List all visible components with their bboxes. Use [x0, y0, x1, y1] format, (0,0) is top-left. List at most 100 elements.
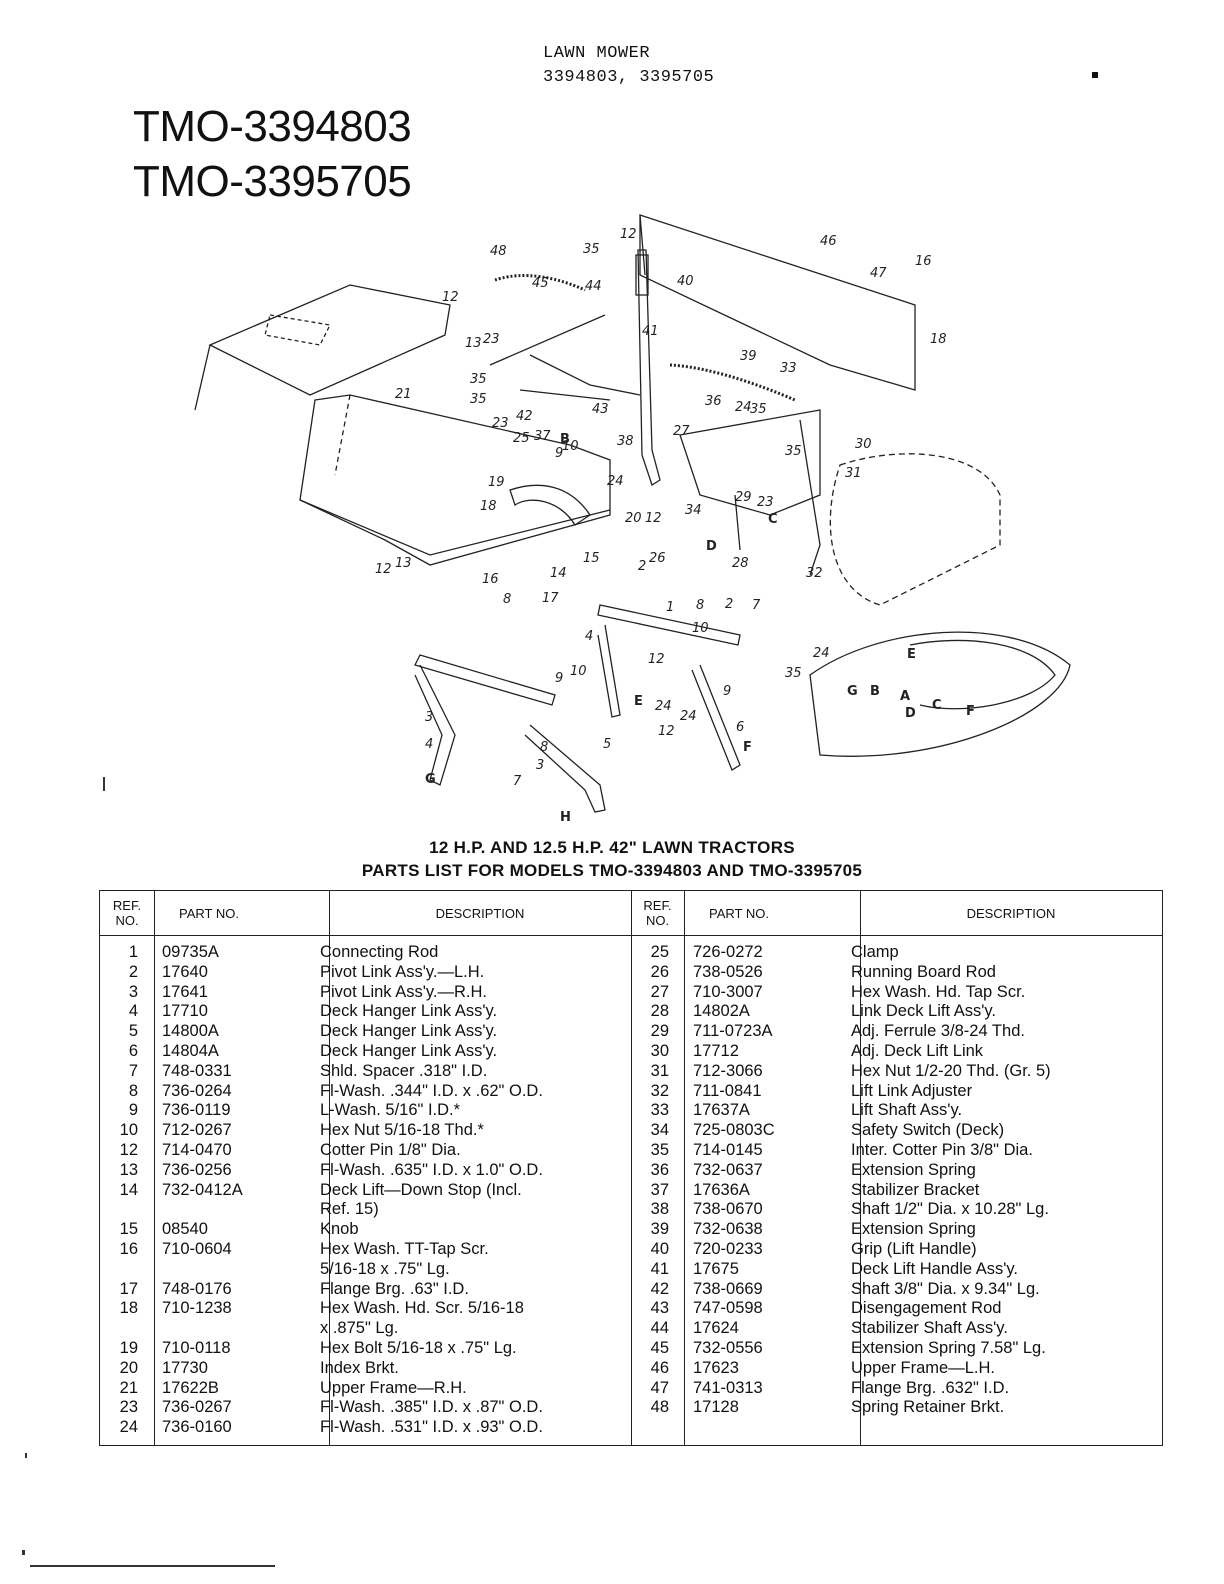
- svg-text:16: 16: [482, 572, 499, 587]
- ref-no-cell: [100, 1319, 142, 1339]
- ref-no-cell: 34: [650, 1121, 669, 1140]
- description-cell: Fl-Wash. .635" I.D. x 1.0" O.D.: [320, 1160, 543, 1179]
- part-no-cell: 710-3007: [693, 982, 763, 1001]
- corner-mark: [1092, 72, 1098, 78]
- svg-text:32: 32: [806, 566, 823, 581]
- svg-text:35: 35: [750, 402, 767, 417]
- description-cell: Shld. Spacer .318" I.D.: [320, 1061, 488, 1080]
- column-divider: [684, 891, 685, 1445]
- ref-no-cell: 27: [650, 982, 669, 1001]
- ref-no-cell: 19: [119, 1338, 138, 1357]
- ref-no-cell: 41: [650, 1259, 669, 1278]
- page-header: LAWN MOWER 3394803, 3395705: [543, 42, 714, 90]
- description-cell: Deck Lift Handle Ass'y.: [851, 1259, 1018, 1278]
- part-no-cell: 711-0841: [693, 1081, 762, 1100]
- description-cell: Adj. Deck Lift Link: [851, 1041, 984, 1060]
- ref-no-cell: 8: [128, 1081, 138, 1100]
- description-cell: Flange Brg. .632" I.D.: [851, 1378, 1010, 1397]
- part-no-cell: [142, 1260, 312, 1280]
- svg-text:23: 23: [757, 495, 774, 510]
- ref-no-cell: 17: [119, 1279, 138, 1298]
- svg-text:45: 45: [532, 276, 549, 291]
- svg-text:E: E: [634, 694, 643, 709]
- svg-text:43: 43: [592, 402, 609, 417]
- svg-text:42: 42: [516, 409, 533, 424]
- svg-text:17: 17: [542, 591, 559, 606]
- ref-no-cell: 10: [119, 1121, 138, 1140]
- ref-no-cell: 20: [119, 1358, 138, 1377]
- svg-text:6: 6: [736, 720, 744, 735]
- svg-text:44: 44: [585, 279, 602, 294]
- description-cell: Adj. Ferrule 3/8-24 Thd.: [851, 1022, 1025, 1041]
- svg-text:24: 24: [607, 474, 624, 489]
- part-no-cell: 738-0670: [693, 1200, 763, 1219]
- description-cell: Deck Hanger Link Ass'y.: [320, 1002, 498, 1021]
- description-cell: 5/16-18 x .75" Lg.: [320, 1259, 450, 1278]
- ref-no-cell: 24: [119, 1418, 138, 1437]
- svg-text:9: 9: [555, 446, 563, 461]
- scan-speck: [25, 1453, 27, 1458]
- part-no-cell: 14800A: [162, 1022, 219, 1041]
- part-no-cell: 732-0638: [693, 1220, 763, 1239]
- svg-text:3: 3: [425, 710, 433, 725]
- description-cell: Extension Spring: [851, 1220, 976, 1239]
- table-row: 38 738-0670 Shaft 1/2" Dia. x 10.28" Lg.: [631, 1200, 1051, 1220]
- ref-no-cell: 1: [128, 943, 138, 961]
- svg-text:G: G: [847, 684, 858, 699]
- description-cell: Deck Lift—Down Stop (Incl.: [320, 1180, 522, 1199]
- part-no-cell: 09735A: [162, 943, 219, 961]
- part-no-cell: 741-0313: [693, 1378, 763, 1397]
- svg-text:1: 1: [666, 600, 674, 615]
- ref-no-cell: 36: [650, 1160, 669, 1179]
- header-ref-no-right: REF. NO.: [643, 898, 672, 928]
- header-description-left: DESCRIPTION: [435, 905, 525, 921]
- part-no-cell: 736-0160: [162, 1418, 232, 1437]
- ref-no-cell: 33: [650, 1101, 669, 1120]
- ref-no-cell: 40: [650, 1239, 669, 1258]
- part-no-cell: 726-0272: [693, 943, 763, 961]
- svg-text:B: B: [560, 432, 570, 447]
- description-cell: Running Board Rod: [851, 962, 996, 981]
- ref-no-cell: 14: [119, 1180, 138, 1199]
- description-cell: Upper Frame—R.H.: [320, 1378, 467, 1397]
- part-no-cell: 17637A: [693, 1101, 750, 1120]
- part-no-cell: 714-0470: [162, 1140, 232, 1159]
- svg-text:3: 3: [536, 758, 544, 773]
- svg-text:16: 16: [915, 254, 932, 269]
- header-part-no-left: PART NO.: [179, 905, 239, 921]
- ref-no-cell: 38: [650, 1200, 669, 1219]
- svg-text:31: 31: [845, 466, 862, 481]
- description-cell: Disengagement Rod: [851, 1299, 1002, 1318]
- svg-text:9: 9: [723, 684, 731, 699]
- ref-no-cell: 26: [650, 962, 669, 981]
- description-cell: Shaft 1/2" Dia. x 10.28" Lg.: [851, 1200, 1049, 1219]
- svg-text:8: 8: [540, 740, 548, 755]
- svg-text:B: B: [870, 684, 880, 699]
- ref-no-cell: 15: [119, 1220, 138, 1239]
- column-divider: [154, 891, 155, 1445]
- svg-text:27: 27: [673, 424, 690, 439]
- header-title: LAWN MOWER: [543, 44, 651, 63]
- ref-no-cell: 37: [650, 1180, 669, 1199]
- ref-no-cell: 13: [119, 1160, 138, 1179]
- part-no-cell: 17641: [162, 982, 208, 1001]
- ref-no-cell: 29: [650, 1022, 669, 1041]
- svg-text:39: 39: [740, 349, 757, 364]
- svg-text:38: 38: [617, 434, 634, 449]
- svg-text:18: 18: [930, 332, 947, 347]
